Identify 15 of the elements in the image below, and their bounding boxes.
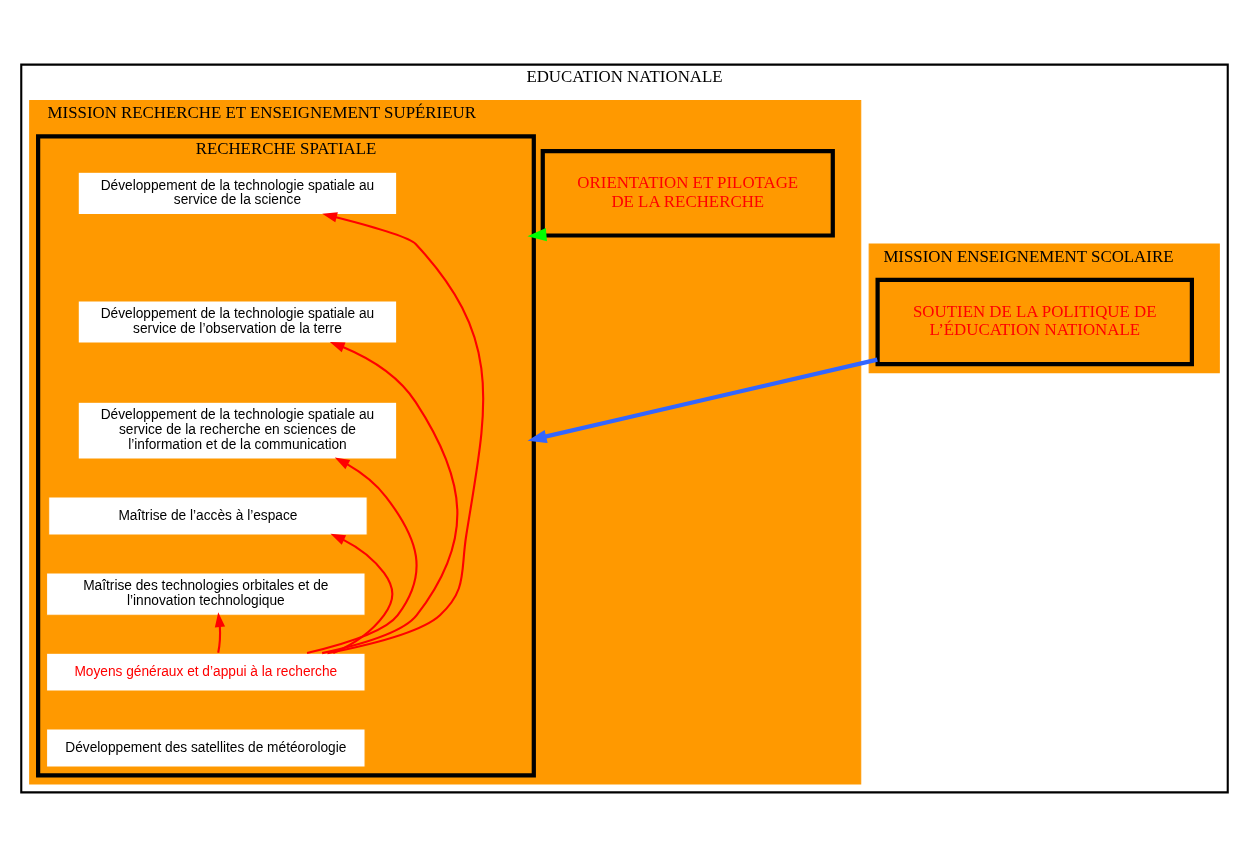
arrow — [306, 457, 418, 654]
arrow — [321, 341, 459, 654]
arrow — [527, 227, 547, 241]
node-box: SOUTIEN DE LA POLITIQUE DE L’ÉDUCATION NATIONALE — [875, 277, 1194, 366]
node-box: Moyens généraux et d’appui à la recherche — [46, 652, 366, 692]
node-box: Développement des satellites de météorologie — [46, 728, 366, 768]
arrow — [214, 611, 226, 653]
node-box: Développement de la technologie spatiale au service de la science — [77, 171, 398, 215]
node-box: Maîtrise des technologies orbitales et de l’innovation technologique — [46, 571, 366, 616]
node-box: Développement de la technologie spatiale au service de l’observation de la terre — [77, 299, 398, 344]
arrow — [322, 211, 485, 654]
arrow — [330, 533, 394, 654]
node-box: Maîtrise de l’accès à l’espace — [48, 496, 368, 536]
node-box: Développement de la technologie spatiale au service de la recherche en sciences de l’information et de la communication — [77, 401, 398, 460]
arrow — [527, 357, 878, 443]
